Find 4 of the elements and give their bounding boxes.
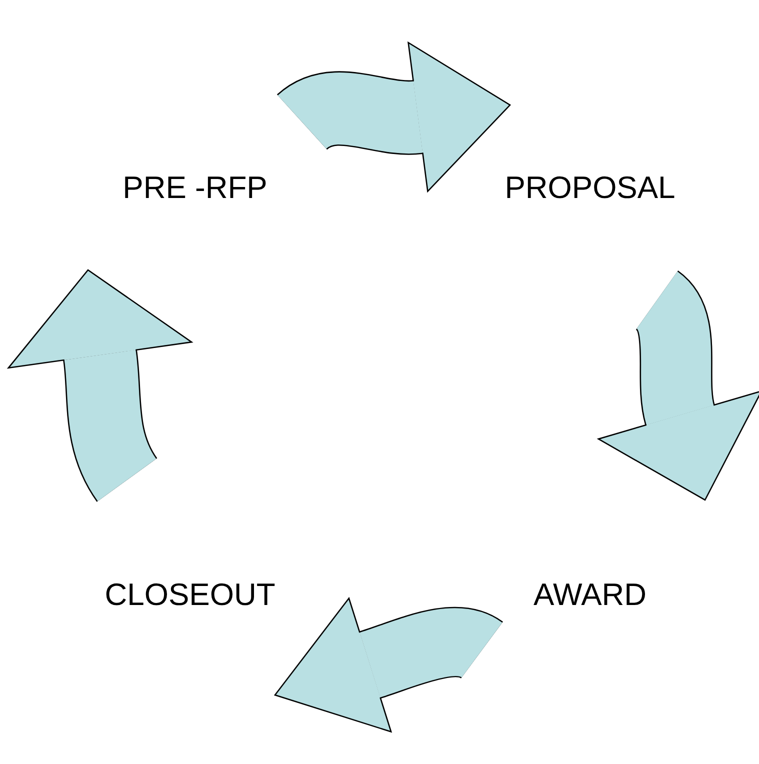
stage-label: PRE -RFP <box>122 170 268 206</box>
stage-label: CLOSEOUT <box>104 577 276 613</box>
stage-label: AWARD <box>533 577 647 613</box>
stage-label: PROPOSAL <box>504 170 676 206</box>
